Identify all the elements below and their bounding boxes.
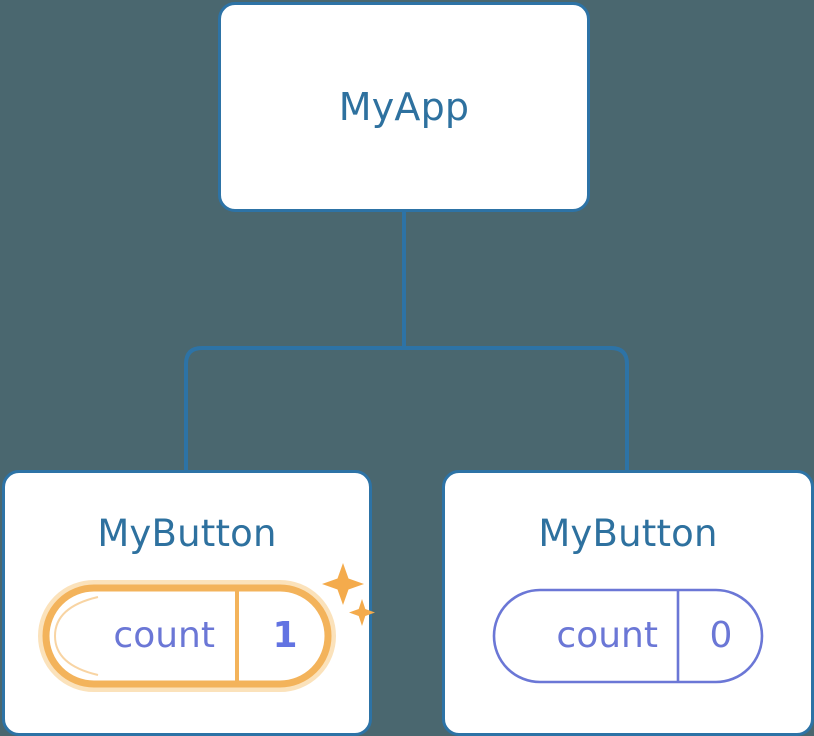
my-app-node-title: MyApp	[338, 85, 470, 129]
my-button-node-left[interactable]: MyButton count 1	[2, 470, 375, 736]
pill-fill	[46, 588, 328, 684]
edge-branch-bar	[184, 346, 629, 470]
state-pill-right-shape	[492, 588, 764, 684]
my-button-right-title: MyButton	[538, 512, 718, 555]
pill-inner-arc	[53, 596, 99, 676]
state-pill-left-shape	[38, 580, 336, 692]
state-pill-left[interactable]: count 1	[38, 563, 375, 692]
my-button-left-title: MyButton	[97, 512, 277, 555]
state-pill-right[interactable]: count 0	[492, 588, 764, 684]
pill-border-right	[492, 588, 764, 684]
my-button-node-right[interactable]: MyButton count 0	[442, 470, 814, 736]
sparkle-small-icon	[349, 599, 375, 626]
pill-border	[42, 584, 332, 688]
my-app-node[interactable]: MyApp	[218, 2, 590, 212]
